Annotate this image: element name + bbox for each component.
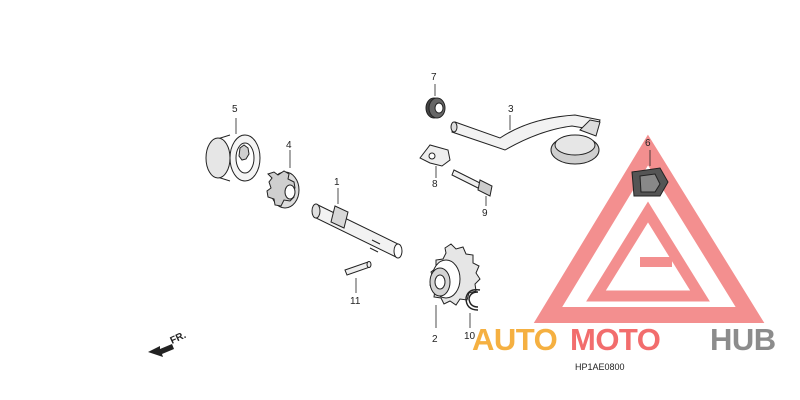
callout-1: 1 bbox=[334, 177, 340, 188]
callout-9: 9 bbox=[482, 208, 488, 219]
part-5-outer-rotor bbox=[205, 118, 261, 182]
direction-label: FR. bbox=[169, 330, 188, 347]
watermark-hub: HUB bbox=[710, 322, 776, 357]
callout-2: 2 bbox=[432, 334, 438, 345]
callout-6: 6 bbox=[645, 138, 651, 149]
watermark-text: AUTO MOTO HUB bbox=[472, 322, 776, 357]
callout-3: 3 bbox=[508, 104, 514, 115]
callout-11: 11 bbox=[350, 296, 361, 307]
watermark-moto: MOTO bbox=[570, 322, 660, 357]
callout-8: 8 bbox=[432, 179, 438, 190]
part-1-pump-shaft bbox=[311, 188, 403, 259]
callout-5: 5 bbox=[232, 104, 238, 115]
part-11-pin bbox=[344, 261, 372, 293]
callout-4: 4 bbox=[286, 140, 292, 151]
part-2-sprocket bbox=[429, 243, 481, 328]
part-4-inner-rotor bbox=[266, 150, 300, 209]
watermark-auto: AUTO bbox=[472, 322, 557, 357]
callout-7: 7 bbox=[431, 72, 437, 83]
part-8-plate bbox=[419, 144, 451, 178]
front-direction-arrow: FR. bbox=[148, 330, 188, 357]
diagram-code: HP1AE0800 bbox=[575, 362, 625, 372]
watermark-logo bbox=[533, 134, 765, 323]
part-7-grommet bbox=[425, 84, 446, 119]
callout-10: 10 bbox=[464, 331, 476, 342]
part-10-snap-ring bbox=[465, 288, 481, 328]
callout-labels: 1 2 3 4 5 6 7 8 9 10 11 bbox=[232, 72, 651, 345]
part-3-oil-strainer bbox=[450, 114, 601, 165]
part-6-filter bbox=[631, 150, 669, 197]
part-9-bolt bbox=[451, 169, 493, 206]
